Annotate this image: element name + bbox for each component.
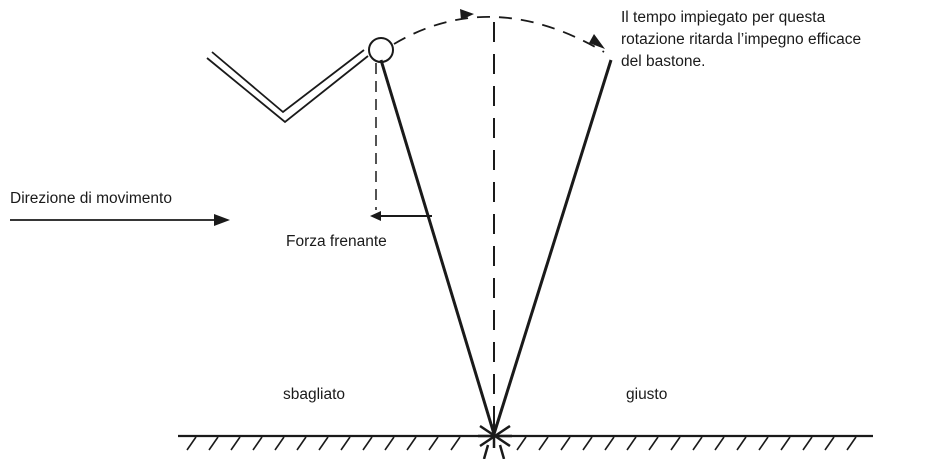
pole-right (492, 59, 613, 435)
arc-arrowhead-right (589, 34, 605, 49)
note-line-2: rotazione ritarda l’impegno efficace (621, 31, 861, 48)
ground-hatch (384, 436, 395, 451)
ground-hatch (208, 436, 219, 451)
ground-hatch (648, 436, 659, 451)
braking-force-arrow (370, 211, 432, 221)
ground-hatch (516, 436, 527, 451)
ground-hatch (758, 436, 769, 451)
ground-hatch (538, 436, 549, 451)
ground-hatch (714, 436, 725, 451)
ground-hatch (296, 436, 307, 451)
ground-hatch (186, 436, 197, 451)
ground-hatch (626, 436, 637, 451)
ground-hatch (362, 436, 373, 451)
ground-hatch (428, 436, 439, 451)
ground-hatch (846, 436, 857, 451)
ground-hatch (230, 436, 241, 451)
rotation-arc (393, 16, 605, 53)
ground-hatch (582, 436, 593, 451)
pole-wrong (379, 59, 496, 435)
ground-hatch (274, 436, 285, 451)
rotation-note: Il tempo impiegato per questa rotazione … (621, 9, 861, 70)
ground-hatch (560, 436, 571, 451)
ground-hatch (780, 436, 791, 451)
ground-hatch (802, 436, 813, 451)
direction-label: Direzione di movimento (10, 190, 172, 207)
note-line-3: del bastone. (621, 53, 705, 70)
right-label: giusto (626, 386, 667, 403)
ground-hatch (406, 436, 417, 451)
ground-hatch (252, 436, 263, 451)
ground-line (178, 434, 873, 451)
ground-hatch (604, 436, 615, 451)
note-line-1: Il tempo impiegato per questa (621, 9, 826, 26)
ground-hatch (824, 436, 835, 451)
ground-hatch (736, 436, 747, 451)
arc-arrowhead-left (460, 9, 474, 20)
arm (206, 49, 369, 124)
ground-hatch (450, 436, 461, 451)
braking-force-label: Forza frenante (286, 233, 387, 250)
pole-tip-contact (478, 424, 512, 459)
ground-hatch (692, 436, 703, 451)
wrong-label: sbagliato (283, 386, 345, 403)
ground-hatch (670, 436, 681, 451)
hand-grip (368, 37, 394, 63)
ground-hatch (340, 436, 351, 451)
direction-arrow (10, 214, 230, 226)
ground-hatch (318, 436, 329, 451)
